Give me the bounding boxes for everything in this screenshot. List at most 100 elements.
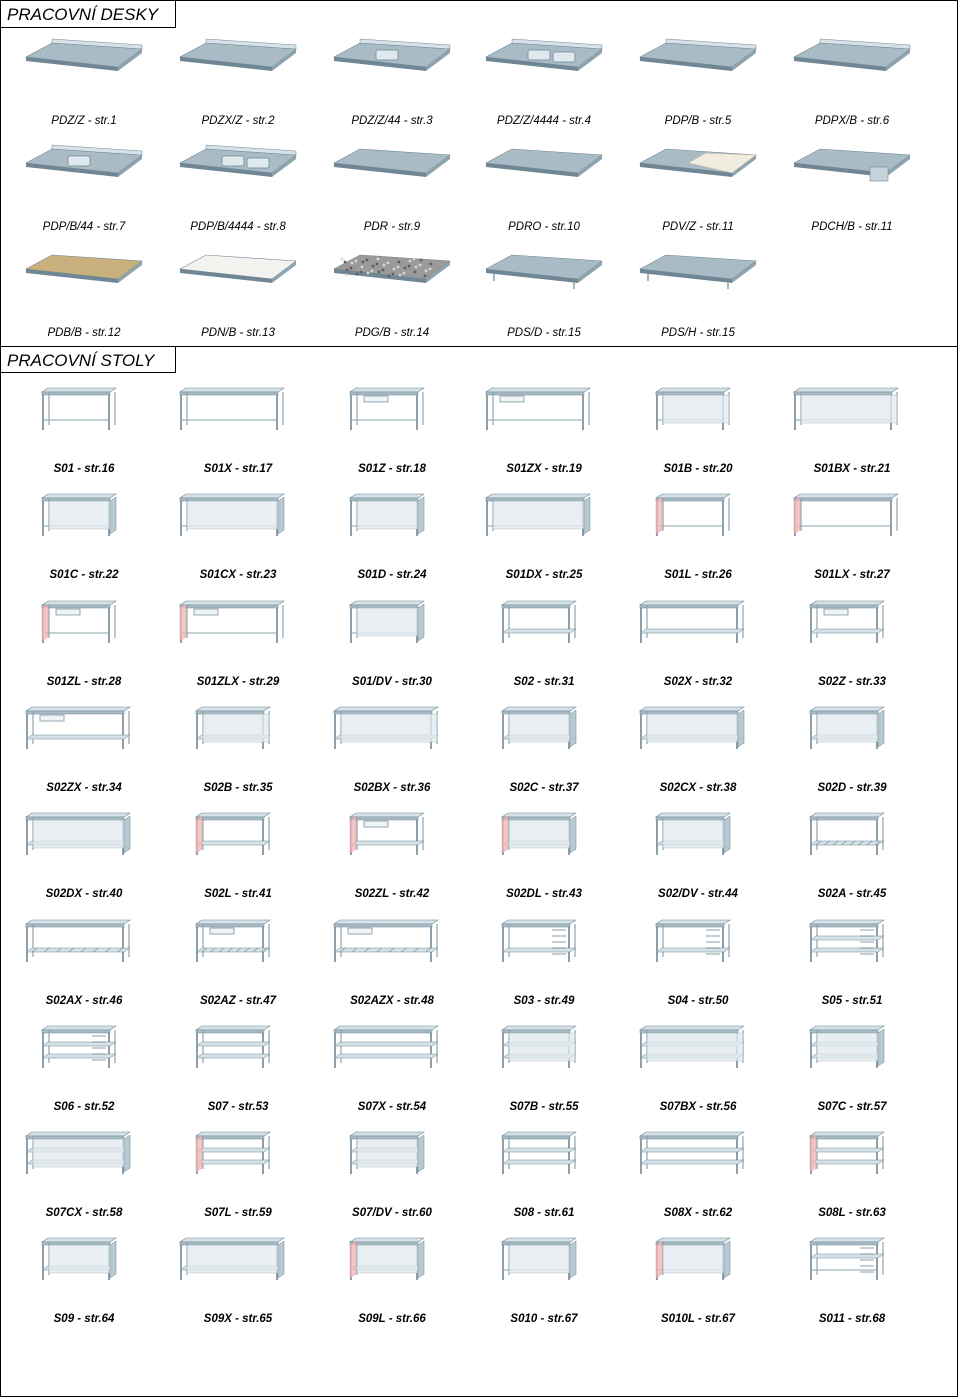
table-item: S07B - str.55 — [467, 1014, 621, 1114]
table-label: S09X - str.65 — [203, 1313, 273, 1326]
table-item: S02BX - str.36 — [315, 695, 469, 795]
table-item: S01L - str.26 — [621, 482, 775, 582]
table-thumbnail — [179, 387, 285, 430]
worktop-thumbnail — [793, 38, 911, 71]
worktop-thumbnail — [179, 254, 297, 283]
table-item: S01B - str.20 — [621, 376, 775, 476]
table-thumbnail — [179, 493, 285, 537]
worktop-thumbnail — [639, 38, 757, 71]
table-item: S07L - str.59 — [161, 1120, 315, 1220]
table-label: S01C - str.22 — [49, 569, 119, 582]
table-item: S08 - str.61 — [467, 1120, 621, 1220]
table-label: S011 - str.68 — [818, 1313, 886, 1326]
table-thumbnail — [501, 1238, 577, 1281]
table-thumbnail — [655, 493, 731, 537]
table-item: S02CX - str.38 — [621, 695, 775, 795]
table-thumbnail — [195, 919, 271, 962]
table-thumbnail — [349, 493, 425, 537]
table-label: S02A - str.45 — [817, 888, 887, 901]
worktop-thumbnail — [25, 144, 143, 177]
table-thumbnail — [41, 1025, 117, 1068]
table-thumbnail — [639, 600, 745, 643]
table-thumbnail — [195, 812, 271, 856]
table-item: S09 - str.64 — [7, 1226, 161, 1326]
table-item: S07BX - str.56 — [621, 1014, 775, 1114]
table-label: S07X - str.54 — [357, 1100, 427, 1113]
table-label: S01ZL - str.28 — [46, 675, 122, 688]
table-thumbnail — [793, 387, 899, 430]
table-thumbnail — [655, 387, 731, 430]
worktop-item: PDN/B - str.13 — [161, 243, 315, 343]
table-thumbnail — [501, 919, 577, 962]
table-item: S01C - str.22 — [7, 482, 161, 582]
table-item: S07CX - str.58 — [7, 1120, 161, 1220]
table-item: S07C - str.57 — [775, 1014, 929, 1114]
worktop-thumbnail — [639, 254, 757, 289]
table-item: S011 - str.68 — [775, 1226, 929, 1326]
table-item: S010L - str.67 — [621, 1226, 775, 1326]
worktop-thumbnail — [485, 254, 603, 289]
table-item: S01 - str.16 — [7, 376, 161, 476]
table-item: S02AX - str.46 — [7, 908, 161, 1008]
worktop-item: PDCH/B - str.11 — [775, 137, 929, 237]
table-label: S02D - str.39 — [817, 781, 887, 794]
section-divider — [1, 346, 957, 347]
table-label: S07L - str.59 — [204, 1207, 272, 1220]
table-item: S07 - str.53 — [161, 1014, 315, 1114]
table-label: S01B - str.20 — [663, 463, 733, 475]
table-thumbnail — [25, 706, 131, 749]
table-thumbnail — [793, 493, 899, 537]
section-title-desky: PRACOVNÍ DESKY — [1, 1, 176, 28]
worktop-item: PDS/H - str.15 — [621, 243, 775, 343]
table-thumbnail — [25, 919, 131, 962]
worktop-label: PDS/D - str.15 — [507, 327, 581, 339]
table-label: S02ZL - str.42 — [354, 888, 430, 901]
table-label: S01BX - str.21 — [813, 463, 891, 475]
worktop-label: PDN/B - str.13 — [201, 327, 275, 339]
table-item: S05 - str.51 — [775, 908, 929, 1008]
table-thumbnail — [501, 812, 577, 856]
table-label: S02AX - str.46 — [45, 994, 123, 1007]
table-label: S09L - str.66 — [358, 1313, 426, 1326]
table-label: S01 - str.16 — [53, 463, 115, 475]
table-label: S02X - str.32 — [663, 675, 733, 688]
worktop-thumbnail — [333, 148, 451, 177]
table-label: S02/DV - str.44 — [658, 888, 738, 901]
table-item: S09L - str.66 — [315, 1226, 469, 1326]
table-item: S08L - str.63 — [775, 1120, 929, 1220]
table-item: S01CX - str.23 — [161, 482, 315, 582]
table-thumbnail — [809, 706, 885, 749]
table-thumbnail — [655, 812, 731, 856]
table-item: S02Z - str.33 — [775, 589, 929, 689]
worktop-label: PDR - str.9 — [363, 221, 421, 233]
table-label: S02L - str.41 — [204, 888, 272, 901]
table-thumbnail — [501, 1025, 577, 1068]
table-label: S04 - str.50 — [667, 994, 729, 1007]
table-thumbnail — [349, 1131, 425, 1175]
worktop-thumbnail — [333, 254, 451, 283]
table-item: S02/DV - str.44 — [621, 801, 775, 901]
table-thumbnail — [195, 706, 271, 749]
table-item: S02B - str.35 — [161, 695, 315, 795]
table-item: S02AZX - str.48 — [315, 908, 469, 1008]
table-item: S02DL - str.43 — [467, 801, 621, 901]
table-thumbnail — [349, 600, 425, 643]
table-label: S02Z - str.33 — [818, 675, 886, 688]
table-thumbnail — [333, 706, 439, 749]
table-thumbnail — [485, 493, 591, 537]
worktop-thumbnail — [25, 38, 143, 71]
worktop-label: PDP/B - str.5 — [664, 115, 732, 127]
table-label: S01LX - str.27 — [814, 569, 890, 582]
worktop-label: PDZ/Z/44 - str.3 — [351, 115, 433, 127]
worktop-item: PDRO - str.10 — [467, 137, 621, 237]
worktop-thumbnail — [25, 254, 143, 283]
worktop-item: PDP/B - str.5 — [621, 31, 775, 131]
table-label: S01CX - str.23 — [199, 569, 277, 582]
table-thumbnail — [25, 812, 131, 856]
worktop-item: PDR - str.9 — [315, 137, 469, 237]
table-thumbnail — [639, 1025, 745, 1068]
table-thumbnail — [349, 1238, 425, 1281]
worktop-label: PDG/B - str.14 — [354, 327, 430, 339]
worktop-item: PDP/B/44 - str.7 — [7, 137, 161, 237]
